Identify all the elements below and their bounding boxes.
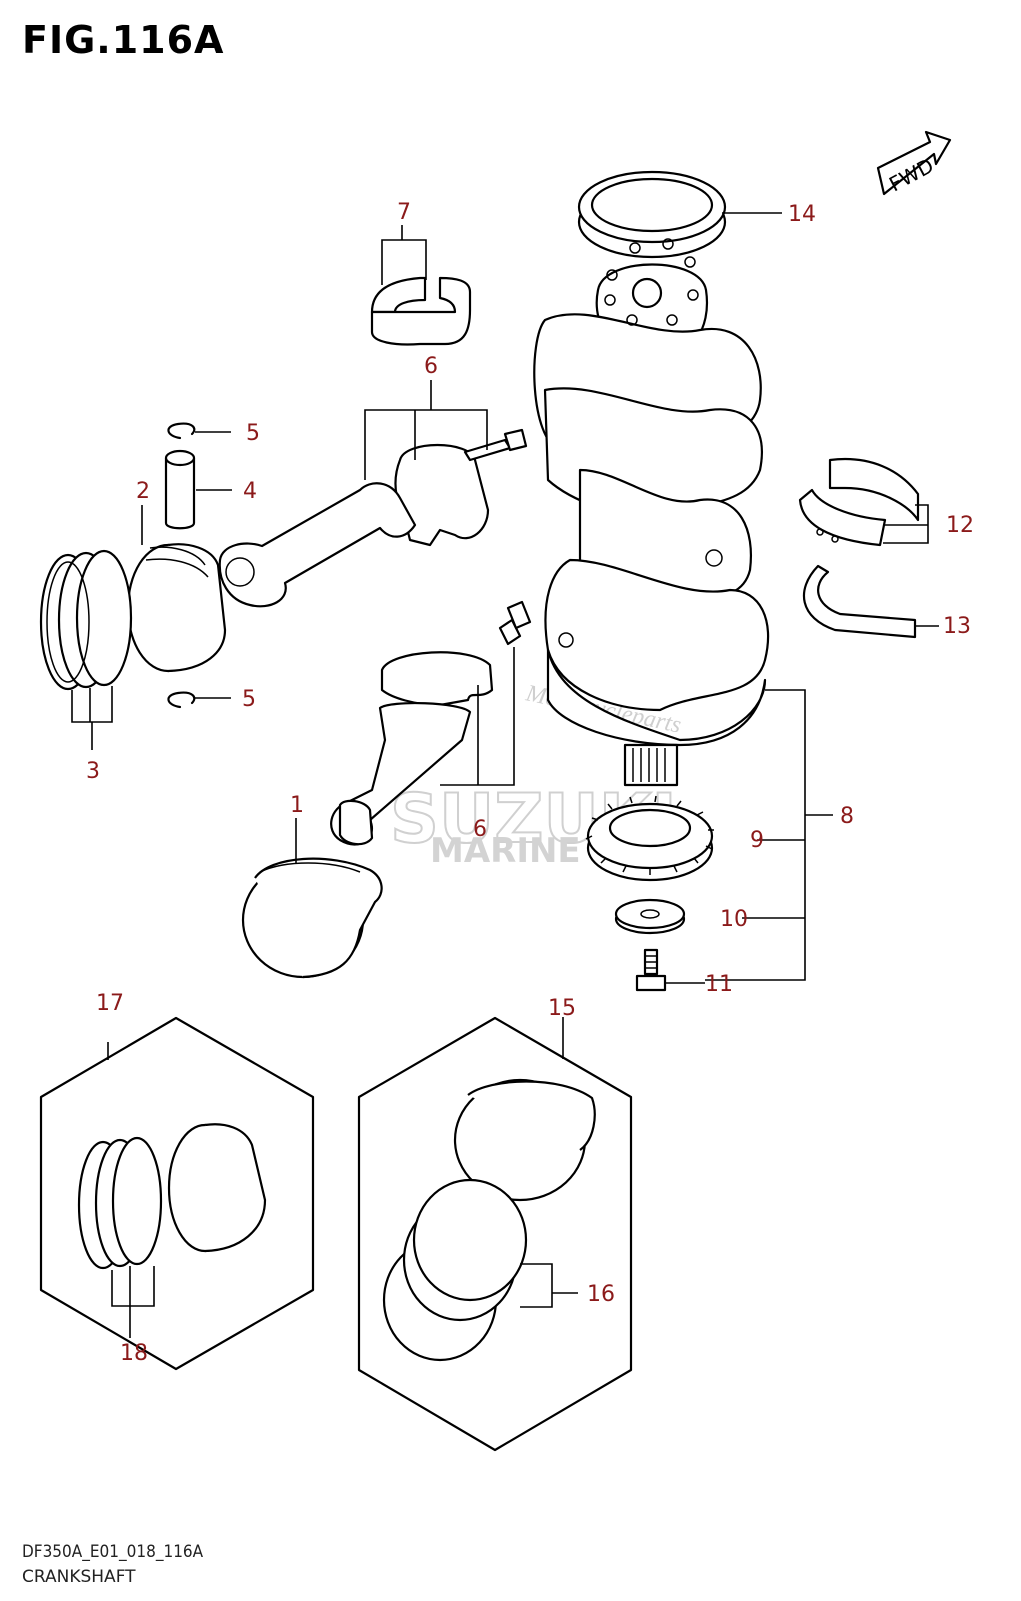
oil-seal-14 xyxy=(577,170,727,259)
callout-16: 16 xyxy=(587,1282,615,1307)
piston-kit-15 xyxy=(382,1078,596,1362)
callout-5-upper: 5 xyxy=(246,421,260,446)
piston-1 xyxy=(241,857,383,979)
kit-17-outline xyxy=(39,1016,315,1371)
crankshaft-8 xyxy=(533,238,770,787)
callout-2: 2 xyxy=(136,479,150,504)
bearing-12 xyxy=(798,458,920,547)
washer-10 xyxy=(614,898,686,935)
callout-12: 12 xyxy=(946,513,974,538)
bolt-11 xyxy=(635,948,667,992)
piston-2 xyxy=(126,543,227,673)
callout-5-lower: 5 xyxy=(242,687,256,712)
piston-pin-4 xyxy=(164,449,196,530)
connecting-rod-6-upper xyxy=(218,428,528,608)
callout-4: 4 xyxy=(243,479,257,504)
callout-18: 18 xyxy=(120,1341,148,1366)
kit-15-outline xyxy=(357,1016,633,1452)
callout-9: 9 xyxy=(750,828,764,853)
piston-kit-17 xyxy=(77,1123,267,1270)
leader-lines xyxy=(71,212,939,1338)
callout-14: 14 xyxy=(788,202,816,227)
connecting-rod-6-lower xyxy=(330,600,532,846)
gear-9 xyxy=(585,795,714,882)
callout-6-upper: 6 xyxy=(424,354,438,379)
callout-15: 15 xyxy=(548,996,576,1021)
footer-name: CRANKSHAFT xyxy=(22,1567,136,1587)
thrust-bearing-13 xyxy=(802,564,917,639)
callout-10: 10 xyxy=(720,907,748,932)
figure-title: FIG.116A xyxy=(22,18,225,62)
callout-13: 13 xyxy=(943,614,971,639)
piston-rings-3 xyxy=(39,549,133,691)
callout-labels: 1 2 3 4 5 5 6 6 7 8 9 10 11 12 13 14 15 … xyxy=(86,200,974,1366)
circlip-5-lower xyxy=(167,691,196,709)
callout-3: 3 xyxy=(86,759,100,784)
callout-11: 11 xyxy=(705,972,733,997)
bearing-7 xyxy=(370,276,472,346)
footer-code: DF350A_E01_018_116A xyxy=(22,1542,204,1562)
callout-17: 17 xyxy=(96,991,124,1016)
callout-6-lower: 6 xyxy=(473,817,487,842)
callout-1: 1 xyxy=(290,793,304,818)
callout-8: 8 xyxy=(840,804,854,829)
fwd-arrow-icon: FWD xyxy=(876,130,952,196)
circlip-5-upper xyxy=(167,422,196,440)
callout-7: 7 xyxy=(397,200,411,225)
